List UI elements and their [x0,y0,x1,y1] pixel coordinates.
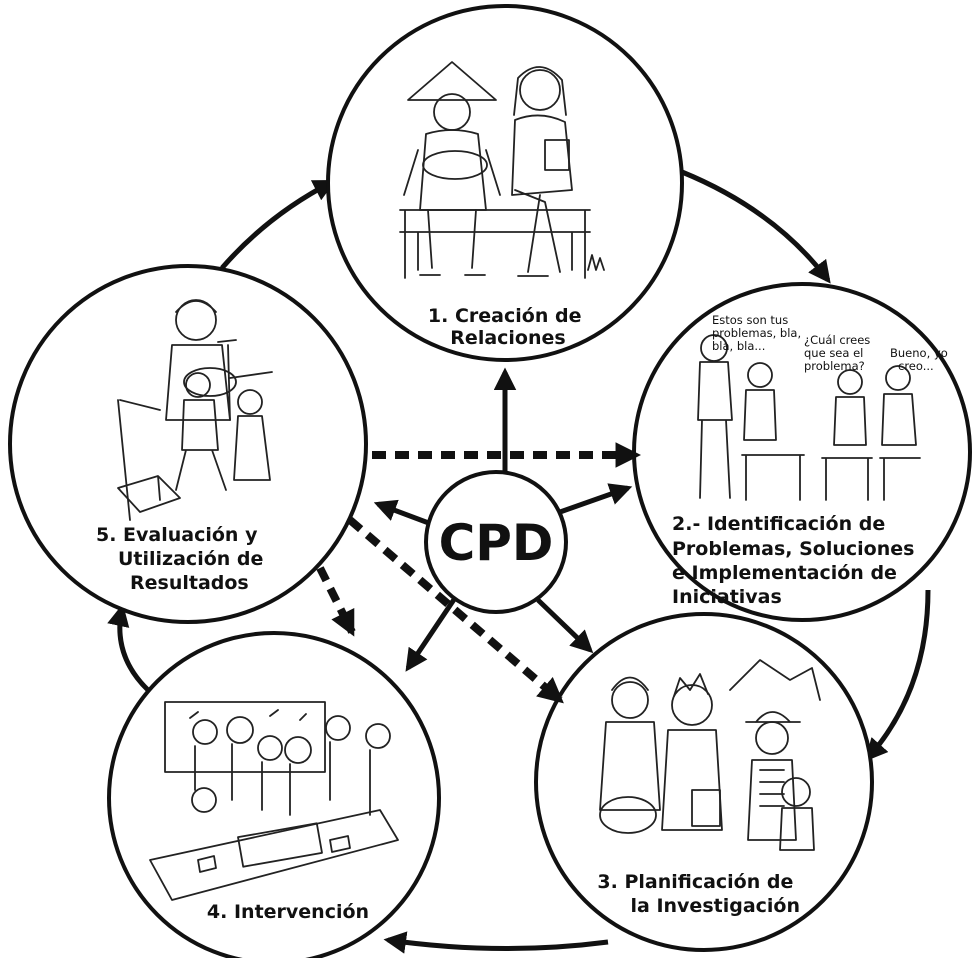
stage-5-label: 5. Evaluación y Utilización de Resultado… [96,524,270,594]
stage-1-illustration [399,61,605,279]
stage-3-node: 3. Planificación de la Investigación [534,612,874,952]
stage-3-label: 3. Planificación de la Investigación [597,871,800,917]
dashed-arrows [316,442,642,704]
center-node: CPD [424,470,568,614]
stage-3-illustration [599,659,821,851]
dashed-arrow-5-to-4 [316,566,356,637]
arrow-center-to-4 [405,596,458,672]
stage-2-illustration [697,334,921,501]
speech-bubble-2: ¿Cuál crees que sea el problema? [804,333,874,373]
stage-5-node: 5. Evaluación y Utilización de Resultado… [8,264,368,624]
cycle-arrow-2-to-3 [865,589,931,762]
stage-5-illustration [117,299,273,521]
stage-1-node: 1. Creación de Relaciones [326,4,684,362]
center-label: CPD [439,514,554,572]
arrow-center-to-2 [559,483,633,515]
stage-4-node: 4. Intervención [107,631,441,958]
stage-2-node: Estos son tus problemas, bla, bla, bla..… [632,282,972,622]
stage-4-label: 4. Intervención [207,901,369,923]
speech-bubble-3: Bueno, yo creo... [890,346,951,373]
cycle-arrow-3-to-4 [383,931,609,954]
arrow-center-to-3 [536,598,594,654]
cycle-arrow-5-to-1 [220,179,336,270]
cycle-arrow-1-to-2 [681,169,831,284]
speech-bubble-1: Estos son tus problemas, bla, bla, bla..… [712,313,805,353]
dashed-arrow-5-to-3 [347,516,564,704]
cycle-arrow-4-to-5 [107,603,150,692]
stage-1-label: 1. Creación de Relaciones [428,305,588,349]
stage-2-label: 2.- Identificación de Problemas, Solucio… [672,513,921,608]
cycle-arrows [107,169,931,954]
stage-4-illustration [149,701,399,901]
